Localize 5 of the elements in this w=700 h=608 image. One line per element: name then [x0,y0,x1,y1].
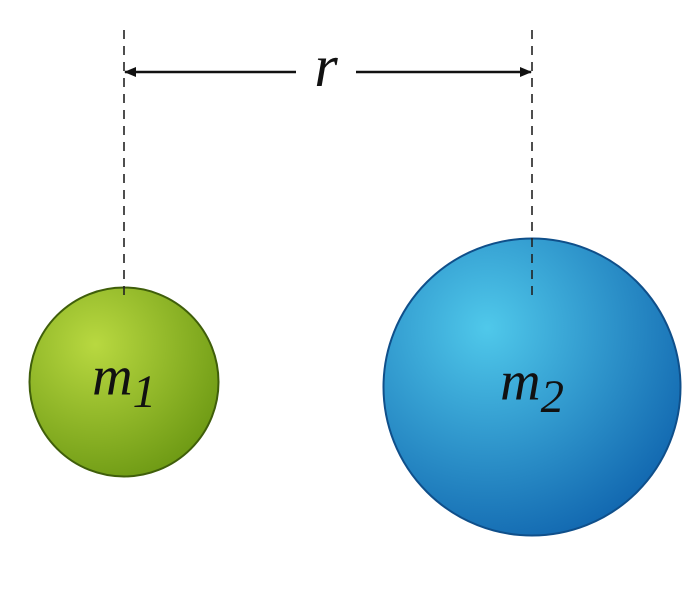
sphere [28,286,220,478]
mass-label: m$_{1}$ [92,348,156,416]
sphere [382,237,682,537]
mass-label: m$_{2}$ [500,354,564,420]
distance-label: r [314,36,338,96]
